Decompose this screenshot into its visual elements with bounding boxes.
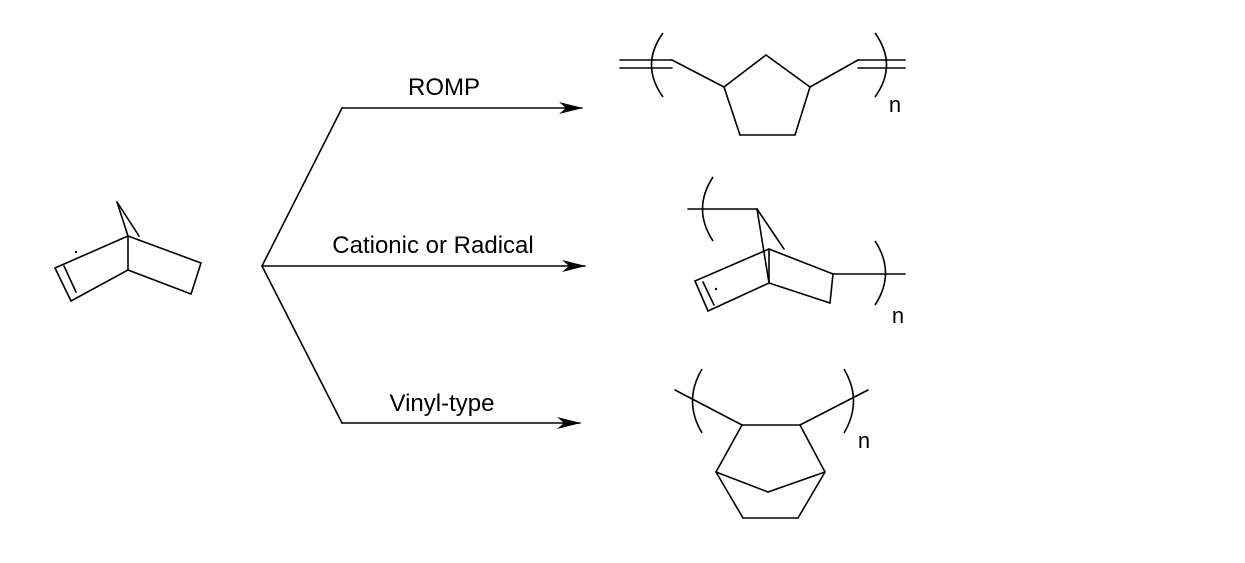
norbornene-monomer	[54, 201, 202, 302]
cationic-radical-subscript: n	[892, 303, 904, 328]
vinyl-type-subscript: n	[858, 428, 870, 453]
romp-label: ROMP	[408, 74, 480, 101]
cationic-radical-label: Cationic or Radical	[332, 232, 533, 259]
cationic-radical-polymer-structure	[687, 176, 906, 312]
branch-arrows	[261, 102, 586, 429]
romp-polymer-structure	[619, 32, 906, 136]
romp-subscript: n	[889, 92, 901, 117]
vinyl-type-polymer-structure	[674, 368, 869, 519]
vinyl-type-label: Vinyl-type	[390, 390, 495, 417]
